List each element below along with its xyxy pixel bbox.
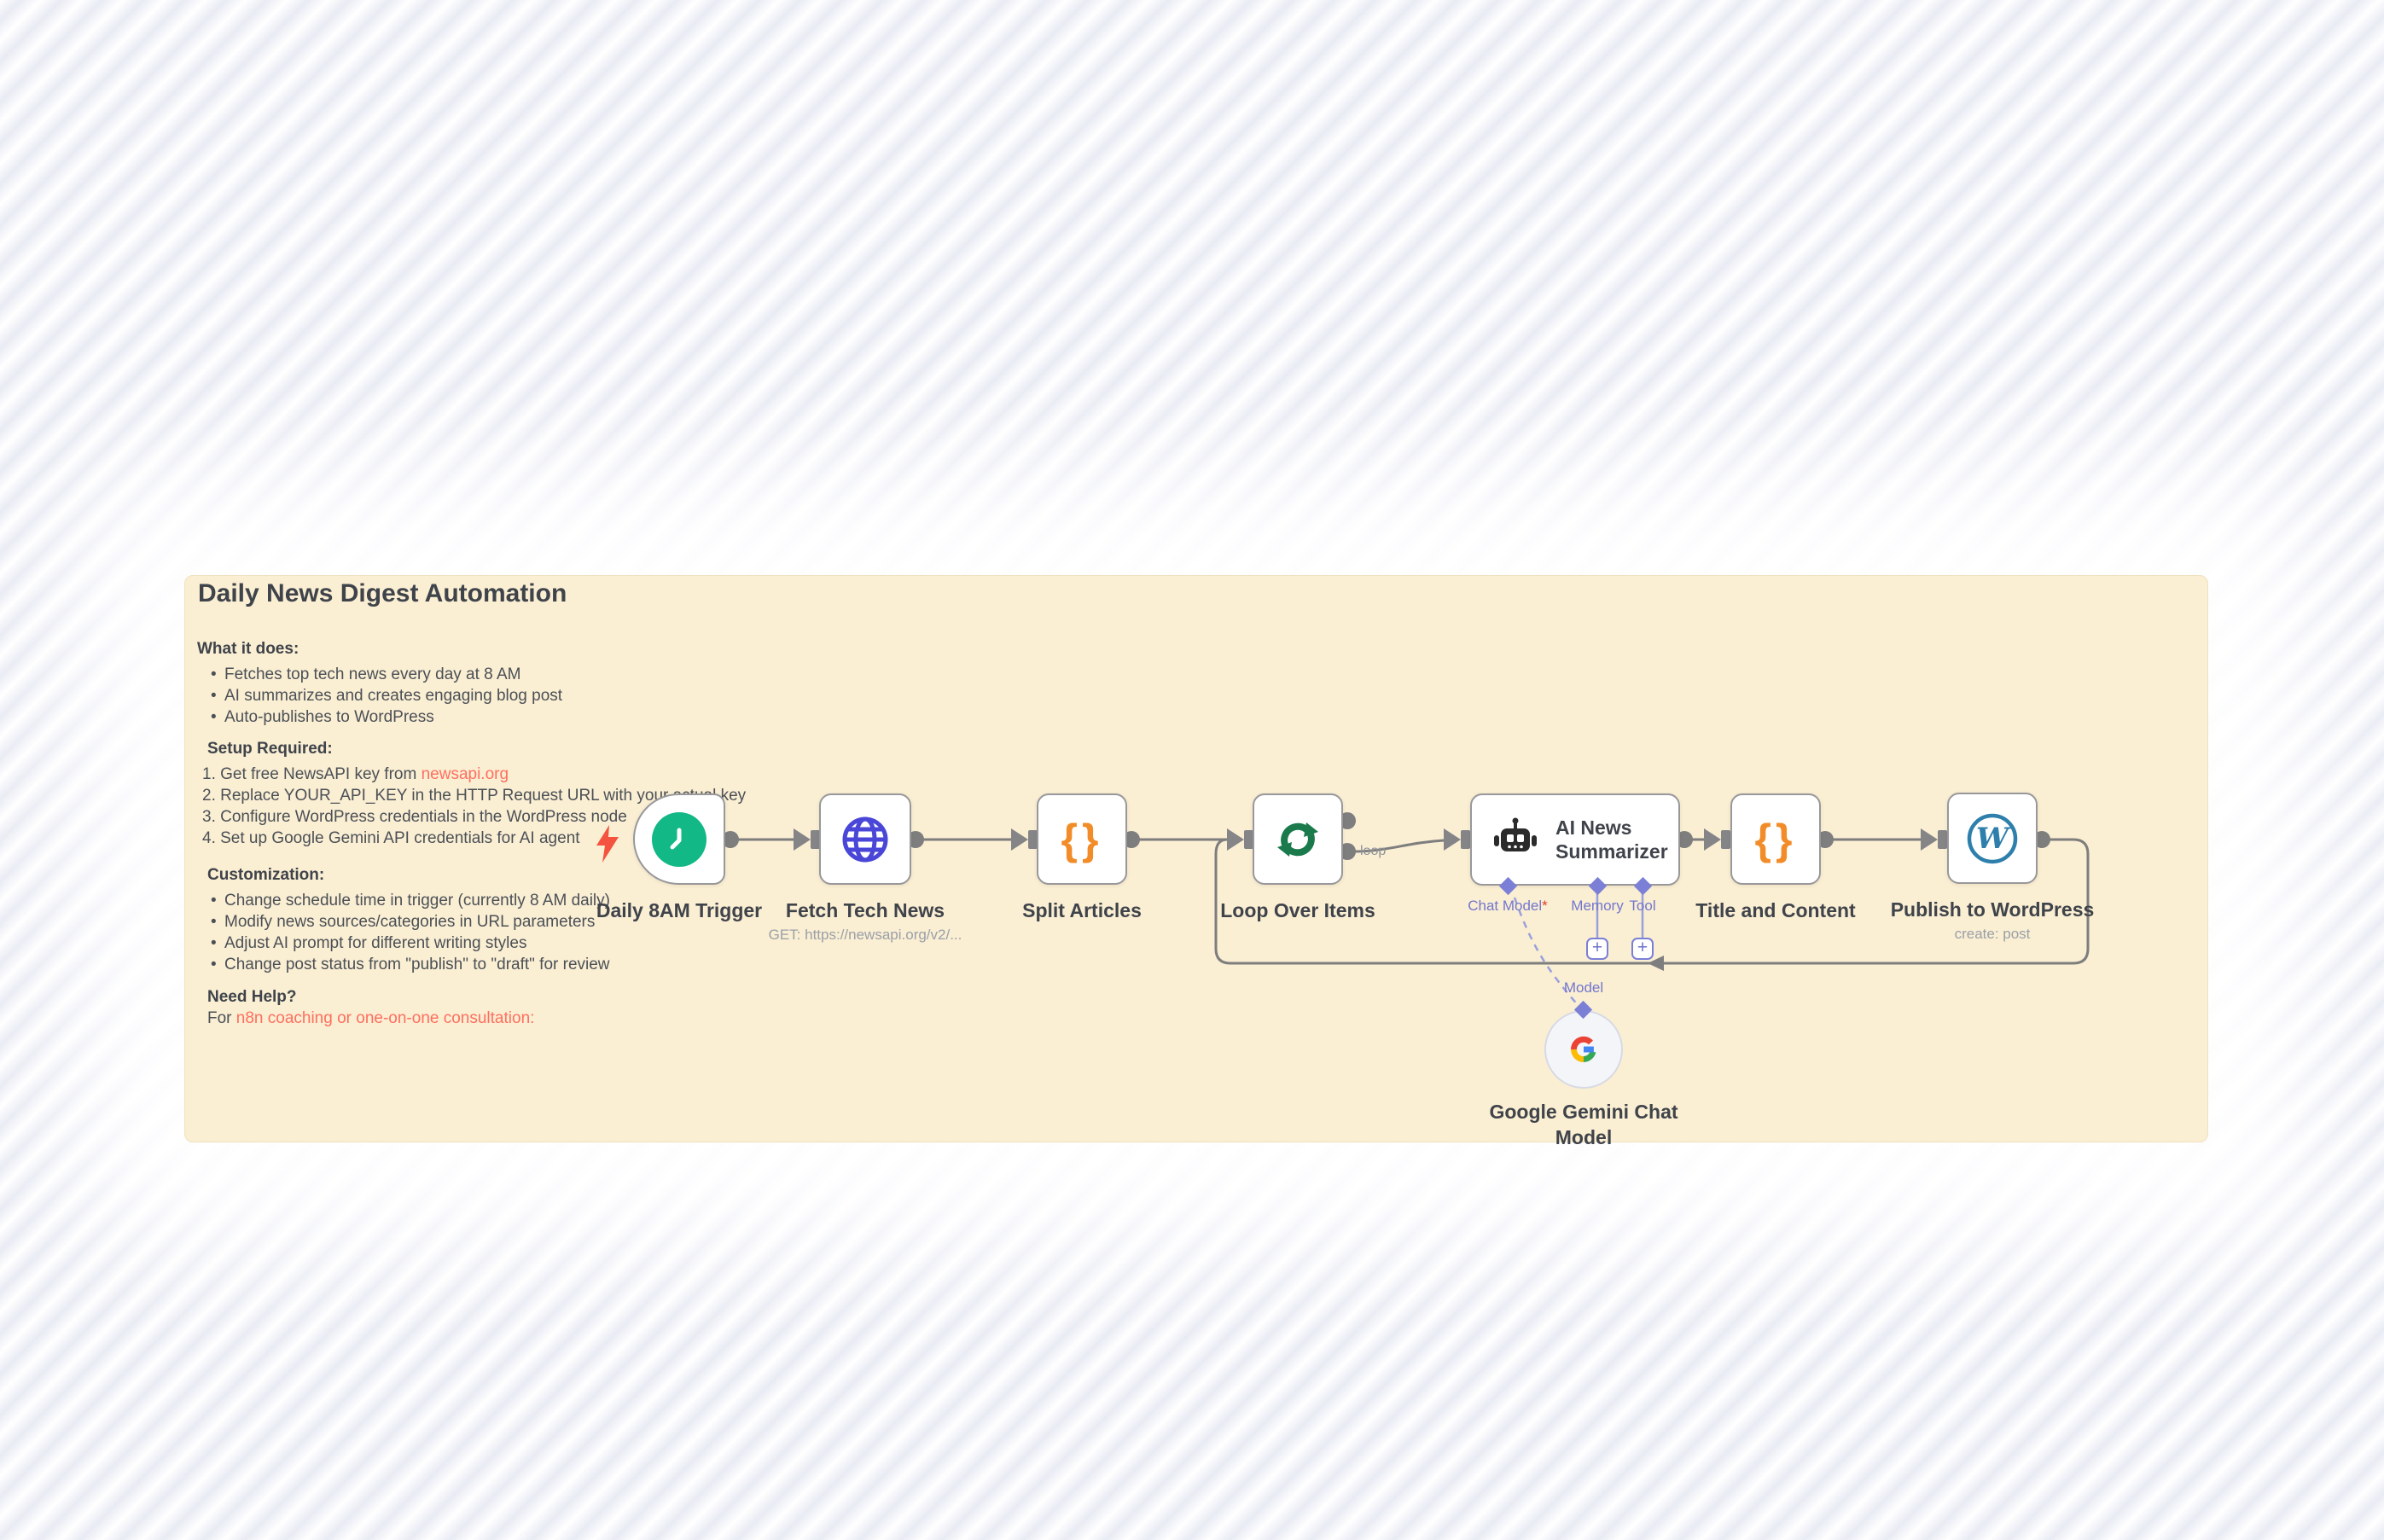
bullet-icon: • xyxy=(211,892,217,909)
tool-port-label: Tool xyxy=(1629,898,1656,914)
node-sublabel: create: post xyxy=(1954,926,2031,942)
list-item: 2. Replace YOUR_API_KEY in the HTTP Requ… xyxy=(202,787,747,805)
coaching-link[interactable]: n8n coaching or one-on-one consultation: xyxy=(235,1009,535,1027)
node-title-and-content[interactable]: {} Title and Content xyxy=(1695,793,1856,921)
loop-output-label: loop xyxy=(1360,844,1387,858)
node-fetch-tech-news[interactable]: Fetch Tech News GET: https://newsapi.org… xyxy=(769,793,962,943)
wordpress-icon: W xyxy=(1967,813,2018,863)
node-daily-8am-trigger[interactable]: Daily 8AM Trigger xyxy=(596,793,762,921)
node-label: Split Articles xyxy=(1022,899,1142,921)
add-tool-button[interactable]: + xyxy=(1631,938,1654,960)
node-box[interactable] xyxy=(1253,793,1343,885)
list-item: •AI summarizes and creates engaging blog… xyxy=(211,687,563,705)
bullet-icon: • xyxy=(211,687,217,705)
braces-icon: {} xyxy=(1754,815,1797,863)
need-help-heading: Need Help? xyxy=(207,988,297,1006)
node-box[interactable]: {} xyxy=(1730,793,1821,885)
need-help-line: For n8n coaching or one-on-one consultat… xyxy=(207,1009,535,1027)
node-sublabel: GET: https://newsapi.org/v2/... xyxy=(768,927,962,943)
node-box[interactable] xyxy=(633,793,725,885)
customization-list: •Change schedule time in trigger (curren… xyxy=(211,890,610,975)
list-item: •Adjust AI prompt for different writing … xyxy=(211,934,527,952)
setup-required-heading: Setup Required: xyxy=(207,740,333,758)
node-label: AI News Summarizer xyxy=(1555,816,1668,863)
node-label: Publish to WordPress create: post xyxy=(1890,898,2095,942)
braces-icon: {} xyxy=(1061,815,1103,863)
gemini-model-port-label: Model xyxy=(1563,979,1604,996)
what-it-does-list: •Fetches top tech news every day at 8 AM… xyxy=(211,664,562,728)
node-label: Fetch Tech News GET: https://newsapi.org… xyxy=(768,899,962,943)
robot-icon xyxy=(1494,817,1537,851)
newsapi-link[interactable]: newsapi.org xyxy=(421,765,509,783)
node-box[interactable]: {} xyxy=(1037,793,1127,885)
customization-heading: Customization: xyxy=(207,866,325,884)
what-it-does-heading: What it does: xyxy=(197,640,299,658)
sticky-note[interactable] xyxy=(184,575,2208,1142)
bullet-icon: • xyxy=(211,934,217,952)
sticky-title: Daily News Digest Automation xyxy=(198,579,567,607)
node-split-articles[interactable]: {} Split Articles xyxy=(1022,793,1142,921)
lightning-icon xyxy=(596,825,619,863)
memory-port-label: Memory xyxy=(1571,898,1624,914)
schedule-clock-icon xyxy=(652,811,706,867)
node-box[interactable] xyxy=(819,793,911,885)
bullet-icon: • xyxy=(211,913,217,931)
bullet-icon: • xyxy=(211,665,217,683)
globe-icon xyxy=(842,816,888,862)
node-label: Loop Over Items xyxy=(1220,899,1375,921)
node-google-gemini-chat-model[interactable] xyxy=(1544,1010,1623,1089)
bullet-icon: • xyxy=(211,708,217,726)
setup-required-list: 1. Get free NewsAPI key from newsapi.org… xyxy=(202,764,746,849)
list-item: 3. Configure WordPress credentials in th… xyxy=(202,808,627,826)
loop-sync-icon xyxy=(1277,822,1318,857)
list-item: •Change post status from "publish" to "d… xyxy=(211,956,610,973)
list-item: •Modify news sources/categories in URL p… xyxy=(211,913,596,931)
gemini-node-label: Google Gemini Chat Model xyxy=(1489,1101,1678,1148)
node-ai-news-summarizer[interactable]: AI News Summarizer Chat Model* Memory To… xyxy=(1468,793,1680,914)
node-publish-to-wordpress[interactable]: W Publish to WordPress create: post xyxy=(1891,793,2094,942)
add-memory-button[interactable]: + xyxy=(1586,938,1608,960)
list-item: •Change schedule time in trigger (curren… xyxy=(211,892,610,909)
list-item: •Fetches top tech news every day at 8 AM xyxy=(211,665,521,683)
node-label: Title and Content xyxy=(1695,899,1856,921)
node-box[interactable]: AI News Summarizer xyxy=(1470,793,1680,886)
node-box[interactable]: W xyxy=(1947,793,2038,884)
list-item: 4. Set up Google Gemini API credentials … xyxy=(202,829,580,847)
required-asterisk: * xyxy=(1542,898,1548,914)
bullet-icon: • xyxy=(211,956,217,973)
list-item: 1. Get free NewsAPI key from newsapi.org xyxy=(202,765,509,783)
list-item: •Auto-publishes to WordPress xyxy=(211,708,434,726)
chat-model-port-label: Chat Model* xyxy=(1468,898,1548,914)
node-label: Daily 8AM Trigger xyxy=(596,899,763,921)
google-g-icon xyxy=(1571,1036,1596,1062)
node-loop-over-items[interactable]: Loop Over Items xyxy=(1220,793,1375,921)
svg-text:W: W xyxy=(1976,822,2011,856)
